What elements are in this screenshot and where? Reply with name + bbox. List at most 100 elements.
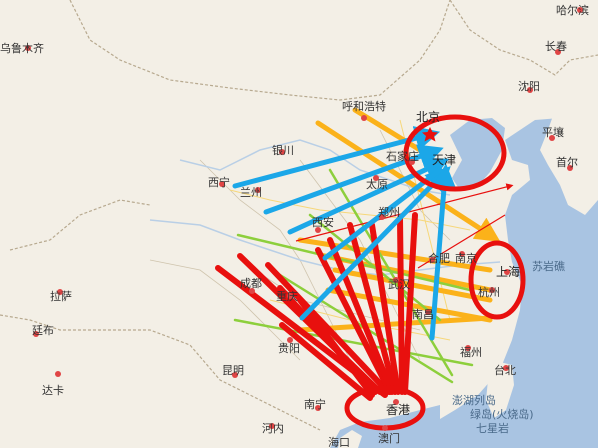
city-dot-lanzhou[interactable]: [255, 187, 261, 193]
label-fuzhou: 福州: [460, 345, 482, 359]
label-nanjing: 南京: [455, 251, 477, 265]
city-dots: [25, 7, 583, 431]
city-dot-hefei[interactable]: [429, 257, 435, 263]
flow-blue-5: [429, 163, 457, 341]
flow-blue-2: [263, 144, 444, 215]
flow-green-4: [308, 213, 442, 322]
label-lhasa: 拉萨: [50, 289, 72, 303]
city-dot-shenyang[interactable]: [527, 87, 533, 93]
flow-blue-6: [322, 167, 443, 261]
city-dot-xian[interactable]: [315, 227, 321, 233]
city-dot-tingbu[interactable]: [33, 331, 39, 337]
city-dot-chongqing[interactable]: [287, 293, 293, 299]
label-harbin: 哈尔滨: [556, 3, 589, 17]
label-seoul: 首尔: [556, 155, 578, 169]
city-dot-zhengzhou[interactable]: [379, 214, 385, 220]
label-hanoi: 河内: [262, 421, 284, 435]
label-shenyang: 沈阳: [518, 79, 540, 93]
label-shijiazhuang: 石家庄: [386, 149, 419, 163]
city-dot-urumqi[interactable]: [25, 45, 31, 51]
east-sea: [420, 118, 598, 448]
flow-red-5: [297, 297, 375, 398]
label-penghu: 澎湖列岛: [452, 393, 496, 407]
city-dot-hohhot[interactable]: [361, 115, 367, 121]
flow-blue-1: [232, 126, 441, 189]
city-dot-dhaka[interactable]: [55, 371, 61, 377]
city-dot-nanjing[interactable]: [459, 251, 465, 257]
city-dot-macau[interactable]: [382, 425, 388, 431]
label-macau: 澳门: [378, 431, 400, 445]
city-dot-hongkong[interactable]: [393, 399, 399, 405]
city-dot-yinchuan[interactable]: [279, 149, 285, 155]
beijing-star-icon: [422, 127, 438, 142]
flow-red-8: [347, 222, 398, 395]
city-dot-wuhan[interactable]: [393, 277, 399, 283]
city-dot-hangzhou[interactable]: [489, 287, 495, 293]
label-pyongyang: 平壤: [542, 125, 564, 139]
label-wuhan: 武汉: [388, 278, 410, 291]
label-chengdu: 成都: [240, 277, 262, 290]
city-dot-chengdu[interactable]: [249, 288, 255, 294]
label-xining: 西宁: [208, 175, 230, 189]
label-hohhot: 呼和浩特: [342, 99, 386, 113]
label-chongqing: 重庆: [276, 289, 298, 303]
city-dot-taiyuan[interactable]: [373, 175, 379, 181]
city-dot-hanoi[interactable]: [269, 423, 275, 429]
label-urumqi: 乌鲁木齐: [0, 41, 44, 55]
label-qixingyan: 七星岩: [476, 421, 509, 435]
city-dot-nanning[interactable]: [315, 405, 321, 411]
hainan-island: [338, 430, 362, 448]
flow-red-11: [402, 212, 418, 395]
label-zhengzhou: 郑州: [378, 205, 400, 219]
flow-red-3: [265, 262, 391, 395]
label-tianjin: 天津: [432, 153, 456, 167]
city-labels: 乌鲁木齐 哈尔滨 长春 沈阳 呼和浩特 北京 天津 石家庄 太原 银川 西宁 兰…: [0, 3, 589, 448]
label-nanchang: 南昌: [412, 308, 434, 321]
flow-red-12: [279, 322, 373, 401]
region-labels: 苏岩礁 廷布 达卡 河内 澎湖列岛 绿岛(火烧岛) 七星岩: [32, 259, 565, 435]
city-dot-shanghai[interactable]: [504, 269, 510, 275]
flow-red-6: [315, 247, 393, 395]
shanghai-hangzhou-hub[interactable]: [468, 240, 526, 320]
label-hongkong: 香港: [386, 403, 410, 417]
flow-green-2: [233, 318, 474, 367]
label-changchun: 长春: [545, 40, 567, 53]
label-suyan: 苏岩礁: [532, 259, 565, 273]
city-dot-changchun[interactable]: [555, 49, 561, 55]
city-dot-lhasa[interactable]: [57, 289, 63, 295]
label-dhaka: 达卡: [42, 384, 64, 397]
flow-red-7: [327, 237, 395, 395]
flow-blue-4: [299, 166, 451, 321]
flow-red-9: [369, 222, 401, 395]
city-dot-fuzhou[interactable]: [465, 345, 471, 351]
city-dot-seoul[interactable]: [567, 165, 573, 171]
label-taiyuan: 太原: [366, 178, 388, 191]
city-dot-xining[interactable]: [219, 181, 225, 187]
bohai-sea: [450, 118, 505, 190]
flows-red: [215, 212, 418, 401]
flow-orange-6: [297, 315, 493, 333]
label-kunming: 昆明: [222, 364, 244, 377]
flow-red-10: [397, 215, 405, 395]
city-dot-guiyang[interactable]: [287, 337, 293, 343]
city-dot-harbin[interactable]: [577, 7, 583, 13]
label-yinchuan: 银川: [272, 143, 294, 157]
label-tingbu: 廷布: [32, 324, 54, 337]
korea-peninsula: [540, 70, 598, 215]
label-hangzhou: 杭州: [478, 285, 500, 299]
city-dot-kunming[interactable]: [232, 372, 238, 378]
city-dot-nanchang[interactable]: [425, 309, 431, 315]
label-lanzhou: 兰州: [240, 186, 262, 199]
city-dot-shijiazhuang[interactable]: [409, 159, 415, 165]
city-dot-taipei[interactable]: [503, 365, 509, 371]
label-nanning: 南宁: [304, 397, 326, 411]
label-hefei: 合肥: [428, 251, 450, 265]
borders: [0, 0, 598, 431]
label-taipei: 台北: [494, 363, 516, 377]
city-dot-pyongyang[interactable]: [549, 135, 555, 141]
beijing-tianjin-hub[interactable]: [403, 114, 507, 192]
taiwan-island: [486, 362, 514, 418]
label-xian: 西安: [312, 215, 334, 229]
